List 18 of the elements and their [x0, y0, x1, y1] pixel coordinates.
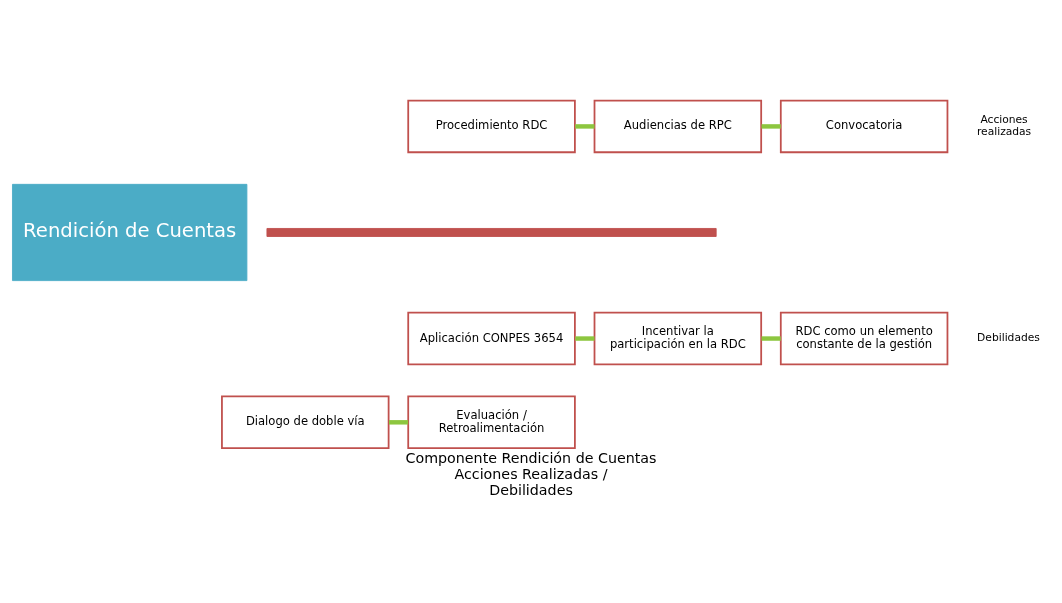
connector: [575, 123, 595, 129]
node-box: Procedimiento RDC: [407, 99, 576, 153]
node-box: Dialogo de doble vía: [221, 395, 390, 449]
connector: [761, 335, 781, 341]
connector: [388, 419, 409, 425]
caption: Componente Rendición de Cuentas Acciones Realizadas / Debilidades: [405, 449, 657, 498]
label: Acciones realizadas: [976, 112, 1032, 138]
label: Debilidades: [977, 330, 1040, 344]
node-box: Aplicación CONPES 3654: [407, 311, 576, 365]
node-box: Convocatoria: [779, 99, 949, 153]
connector: [761, 123, 781, 129]
node-bar: [266, 227, 717, 237]
node-box: RDC como un elemento constante de la gestión: [779, 311, 949, 365]
node-box: Audiencias de RPC: [593, 99, 763, 153]
connector: [575, 335, 595, 341]
node-box: Rendición de Cuentas: [12, 183, 248, 281]
node-box: Evaluación / Retroalimentación: [407, 395, 576, 449]
node-box: Incentivar la participación en la RDC: [593, 311, 763, 365]
